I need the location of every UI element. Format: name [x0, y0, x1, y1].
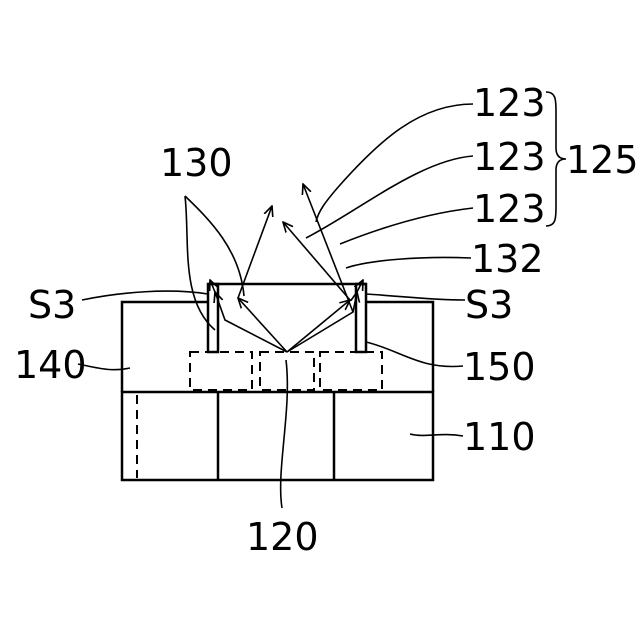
- label-s3-right: S3: [465, 283, 513, 327]
- brace-125: [546, 92, 566, 226]
- label-110: 110: [463, 415, 536, 459]
- label-s3-left: S3: [28, 283, 76, 327]
- label-123-b: 123: [473, 135, 546, 179]
- label-140: 140: [14, 343, 87, 387]
- light-rays: [210, 184, 363, 352]
- reflective-wall-right: [356, 284, 366, 352]
- label-130: 130: [160, 141, 233, 185]
- substrate-110: [122, 392, 433, 480]
- label-125: 125: [566, 138, 639, 182]
- label-123-c: 123: [473, 187, 546, 231]
- label-132: 132: [471, 237, 544, 281]
- led-chips-120: [190, 352, 382, 390]
- label-120: 120: [246, 515, 319, 559]
- label-150: 150: [463, 345, 536, 389]
- label-123-a: 123: [473, 81, 546, 125]
